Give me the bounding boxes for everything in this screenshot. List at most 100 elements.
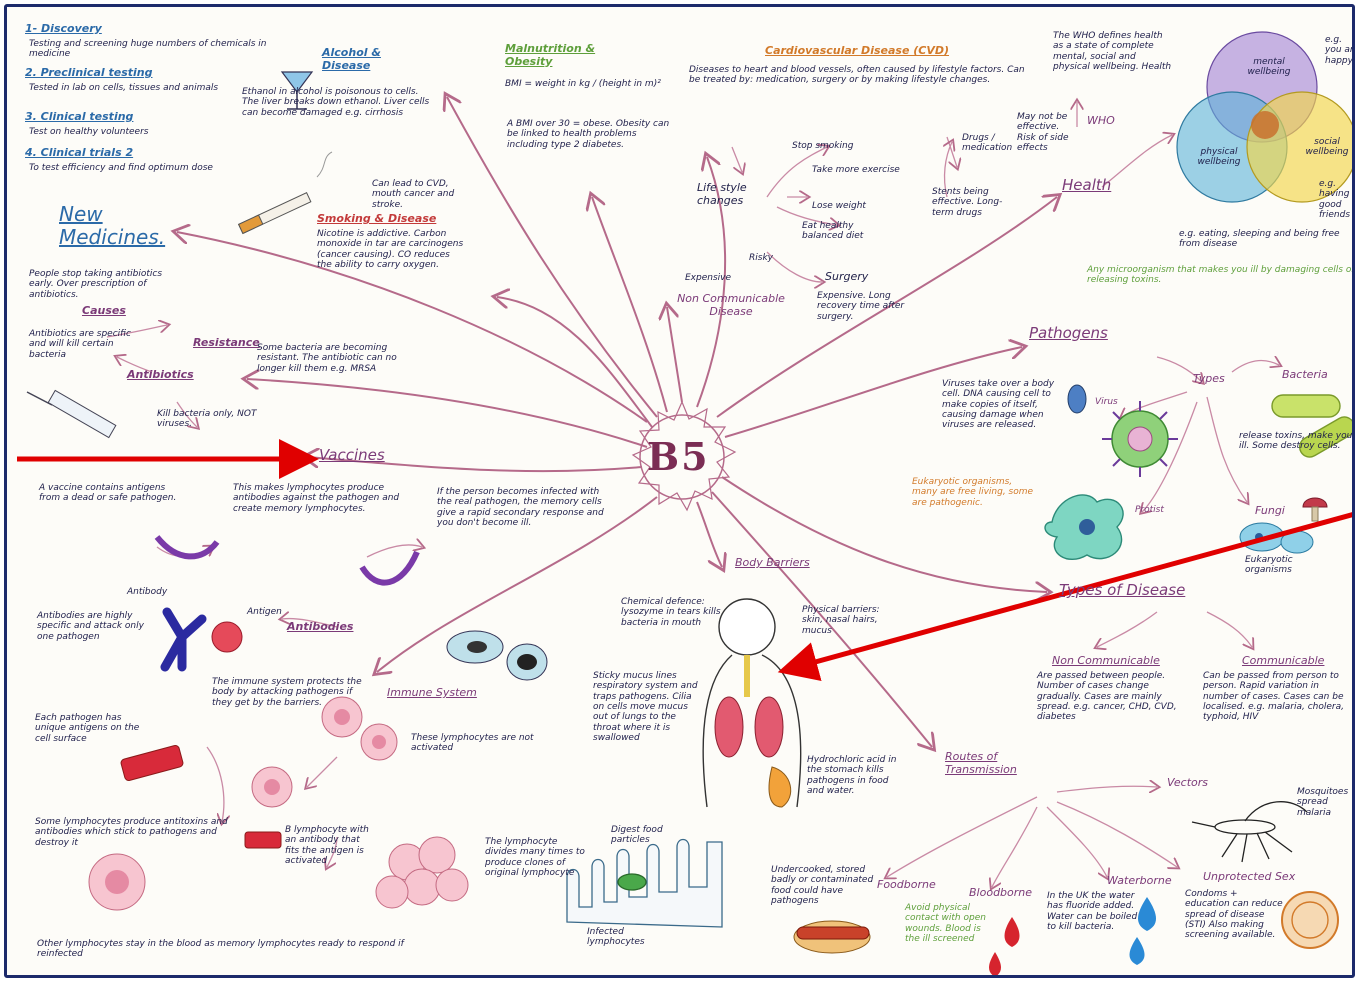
routes-title: Routes of Transmission	[945, 751, 1055, 776]
villi-drawing	[567, 840, 722, 928]
antigen-label: Antigen	[247, 607, 282, 617]
foodborne-text: Undercooked, stored badly or contaminate…	[771, 865, 881, 906]
phagocyte-cells	[447, 631, 547, 680]
non-comm-text: Are passed between people. Number of cas…	[1037, 671, 1187, 723]
antibiotics-title: Antibiotics	[127, 369, 194, 382]
lymphocyte-antitoxin-text: Some lymphocytes produce antitoxins and …	[35, 817, 235, 848]
vaccines-text-1: A vaccine contains antigens from a dead …	[39, 483, 179, 504]
vaccines-text-2: This makes lymphocytes produce antibodie…	[233, 483, 403, 514]
resistance-title: Resistance	[193, 337, 260, 350]
antibiotics-virus-text: Kill bacteria only, NOT viruses.	[157, 409, 267, 430]
vaccine-curves	[157, 537, 417, 583]
sex-text: Condoms + education can reduce spread of…	[1185, 889, 1285, 941]
poster-frame: B5 1- Discovery Testing and screening hu…	[4, 4, 1355, 978]
pathogens-text: Any microorganism that makes you ill by …	[1087, 265, 1355, 286]
center-title: B5	[647, 435, 710, 479]
comm-title: Communicable	[1242, 655, 1324, 668]
immune-title: Immune System	[387, 687, 477, 700]
resistance-text: Some bacteria are becoming resistant. Th…	[257, 343, 427, 374]
surgery-label: Surgery	[825, 271, 868, 284]
fungi-label: Fungi	[1255, 505, 1285, 518]
chemical-barrier-text: Chemical defence: lysozyme in tears kill…	[621, 597, 721, 628]
vectors-text: Mosquitoes spread malaria	[1297, 787, 1355, 818]
health-example: e.g. eating, sleeping and being free fro…	[1179, 229, 1355, 250]
bloodborne-label: Bloodborne	[969, 887, 1032, 900]
syringe-drawing	[27, 390, 116, 437]
venn-label-mental: mental wellbeing	[1239, 57, 1299, 78]
not-activated-text: These lymphocytes are not activated	[411, 733, 551, 754]
vaccines-text-3: If the person becomes infected with the …	[437, 487, 607, 528]
smoking-side: Can lead to CVD, mouth cancer and stroke…	[372, 179, 462, 210]
drugs-long: Stents being effective. Long-term drugs	[932, 187, 1012, 218]
sex-label: Unprotected Sex	[1203, 871, 1295, 884]
preclinical-text: Tested in lab on cells, tissues and anim…	[29, 83, 269, 93]
protist-text: Eukaryotic organisms, many are free livi…	[912, 477, 1037, 508]
antibiotics-causes-title: Causes	[82, 305, 126, 318]
clinical2-title: 4. Clinical trials 2	[25, 147, 133, 160]
virus-text: Viruses take over a body cell. DNA causi…	[942, 379, 1072, 431]
new-medicines-title: New Medicines.	[59, 203, 169, 249]
types-disease-title: Types of Disease	[1059, 582, 1185, 599]
bacteria-text: release toxins, make you ill. Some destr…	[1239, 431, 1355, 452]
ncd-title: Non Communicable Disease	[671, 293, 791, 318]
discovery-title: 1- Discovery	[25, 23, 102, 36]
comm-text: Can be passed from person to person. Rap…	[1203, 671, 1353, 723]
unique-antigen-text: Each pathogen has unique antigens on the…	[35, 713, 155, 744]
venn-eg-side: e.g. having good friends	[1319, 179, 1355, 220]
antibodies-text: Antibodies are highly specific and attac…	[37, 611, 147, 642]
cvd-text: Diseases to heart and blood vessels, oft…	[689, 65, 1029, 86]
preclinical-title: 2. Preclinical testing	[25, 67, 152, 80]
health-title: Health	[1062, 177, 1111, 194]
foodborne-label: Foodborne	[877, 879, 936, 892]
alcohol-title: Alcohol & Disease	[322, 47, 412, 72]
lifestyle-item-2: Take more exercise	[812, 165, 900, 175]
antibody-label: Antibody	[127, 587, 167, 597]
lifestyle-title: Life style changes	[697, 182, 787, 207]
pathogens-title: Pathogens	[1029, 325, 1108, 342]
smoking-text: Nicotine is addictive. Carbon monoxide i…	[317, 229, 467, 270]
clinical2-text: To test efficiency and find optimum dose	[29, 163, 219, 173]
smoking-title: Smoking & Disease	[317, 213, 436, 226]
waterborne-text: In the UK the water has fluoride added. …	[1047, 891, 1147, 932]
bloodborne-text: Avoid physical contact with open wounds.…	[905, 903, 995, 944]
cvd-title: Cardiovascular Disease (CVD)	[765, 45, 949, 58]
b-lymphocyte-text: B lymphocyte with an antibody that fits …	[285, 825, 375, 866]
lifestyle-item-3: Lose weight	[812, 201, 866, 211]
mosquito-drawing	[1192, 802, 1307, 862]
virus-drawing	[1068, 385, 1178, 477]
antibiotics-text: Antibiotics are specific and will kill c…	[29, 329, 139, 360]
immune-text: The immune system protects the body by a…	[212, 677, 372, 708]
virus-label: Virus	[1095, 397, 1118, 407]
vectors-label: Vectors	[1167, 777, 1208, 790]
body-outline	[703, 599, 801, 807]
non-comm-title: Non Communicable	[1052, 655, 1160, 668]
venn-label-social: social wellbeing	[1297, 137, 1355, 158]
venn-eg-top: e.g. you are happy	[1325, 35, 1355, 66]
venn-label-physical: physical wellbeing	[1189, 147, 1249, 168]
mucus-text: Sticky mucus lines respiratory system an…	[593, 671, 698, 743]
antibodies-title: Antibodies	[287, 621, 353, 634]
health-definition: The WHO defines health as a state of com…	[1053, 31, 1173, 72]
villi-label: Infected lymphocytes	[587, 927, 677, 948]
surgery-side: Expensive. Long recovery time after surg…	[817, 291, 927, 322]
malnutrition-bmi: BMI = weight in kg / (height in m)²	[505, 79, 675, 89]
waterborne-label: Waterborne	[1107, 875, 1172, 888]
condom-drawing	[1282, 892, 1338, 948]
body-barriers-title: Body Barriers	[735, 557, 810, 570]
bacteria-label: Bacteria	[1282, 369, 1328, 382]
surgery-expensive: Expensive	[685, 273, 731, 283]
drugs-side: May not be effective. Risk of side effec…	[1017, 112, 1077, 153]
clones-text: The lymphocyte divides many times to pro…	[485, 837, 585, 878]
protist-drawing	[1045, 495, 1123, 559]
protist-label: Protist	[1135, 505, 1164, 515]
lifestyle-item-1: Stop smoking	[792, 141, 853, 151]
surgery-risky: Risky	[749, 253, 773, 263]
acid-text: Hydrochloric acid in the stomach kills p…	[807, 755, 897, 796]
types-label: Types	[1193, 373, 1225, 386]
antibody-drawing	[165, 612, 242, 667]
hotdog-drawing	[794, 921, 870, 953]
memory-text: Other lymphocytes stay in the blood as m…	[37, 939, 417, 960]
discovery-text: Testing and screening huge numbers of ch…	[29, 39, 269, 60]
lifestyle-item-4: Eat healthy balanced diet	[802, 221, 892, 242]
branch-arrows	[177, 97, 1057, 747]
